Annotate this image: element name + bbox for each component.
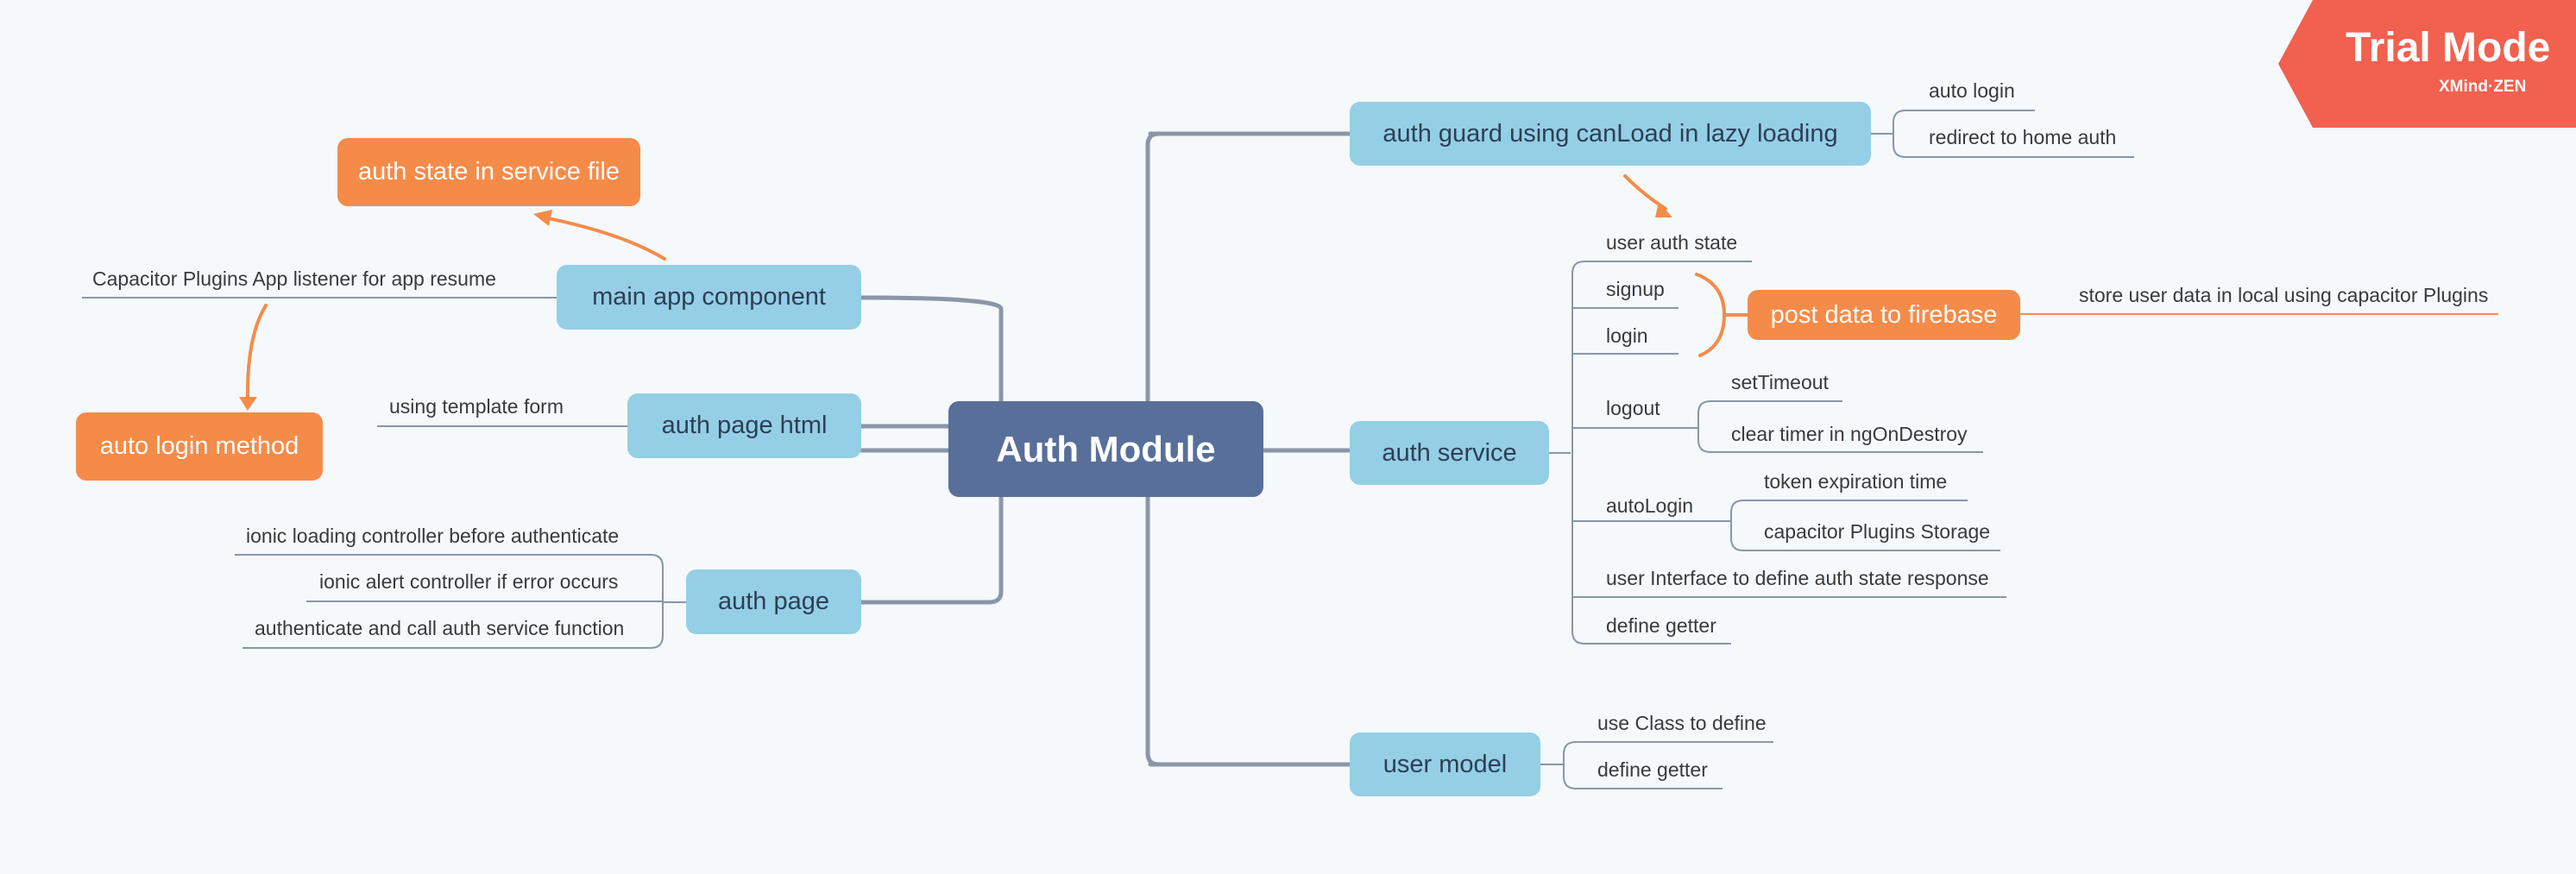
topic-label: auth service [1382,438,1517,467]
leaf-ionic-loading[interactable]: ionic loading controller before authenti… [246,525,620,547]
leaf-template-form[interactable]: using template form [389,395,564,418]
leaf-capacitor-storage[interactable]: capacitor Plugins Storage [1764,520,1991,543]
leaf-signup[interactable]: signup [1606,278,1665,300]
topic-user-model[interactable]: user model [1350,733,1540,796]
topic-auth-guard[interactable]: auth guard using canLoad in lazy loading [1350,102,1871,166]
floating-post-firebase[interactable]: post data to firebase [1748,290,2020,340]
leaf-login[interactable]: login [1606,324,1648,347]
root-label: Auth Module [996,428,1216,469]
leaf-ionic-alert[interactable]: ionic alert controller if error occurs [319,570,619,593]
leaf-user-interface[interactable]: user Interface to define auth state resp… [1606,567,1989,589]
leaf-capacitor-app-listener[interactable]: Capacitor Plugins App listener for app r… [92,267,496,290]
trial-mode-title: Trial Mode [2346,25,2551,71]
topic-main-app[interactable]: main app component [557,265,861,330]
leaf-autologin[interactable]: autoLogin [1606,494,1694,517]
leaf-settimeout[interactable]: setTimeout [1731,371,1829,393]
topic-label: auth guard using canLoad in lazy loading [1382,119,1838,148]
floating-label: auto login method [99,432,299,460]
root-topic[interactable]: Auth Module [948,401,1263,497]
leaf-store-user-data[interactable]: store user data in local using capacitor… [2079,284,2489,306]
topic-auth-page[interactable]: auth page [686,569,861,634]
leaf-logout[interactable]: logout [1606,397,1660,419]
leaf-clear-timer[interactable]: clear timer in ngOnDestroy [1731,423,1968,445]
xmind-brand: XMind·ZEN [2439,78,2527,96]
floating-auto-login-method[interactable]: auto login method [76,412,323,481]
topic-label: auth page [717,588,829,615]
leaf-auto-login[interactable]: auto login [1929,79,2015,102]
floating-label: post data to firebase [1770,300,1998,329]
leaf-authenticate[interactable]: authenticate and call auth service funct… [255,617,625,639]
topic-auth-service[interactable]: auth service [1350,421,1549,485]
topic-label: main app component [592,283,826,311]
topic-label: auth page html [661,412,828,439]
leaf-user-model-getter[interactable]: define getter [1597,758,1708,781]
leaf-redirect-home[interactable]: redirect to home auth [1929,126,2117,148]
leaf-user-auth-state[interactable]: user auth state [1606,231,1738,254]
topic-auth-page-html[interactable]: auth page html [627,393,861,458]
leaf-define-getter[interactable]: define getter [1606,614,1716,637]
floating-label: auth state in service file [357,158,620,185]
floating-auth-state-service[interactable]: auth state in service file [337,138,640,206]
topic-label: user model [1382,750,1508,778]
leaf-token-expiration[interactable]: token expiration time [1764,470,1948,493]
watermark-banner [2278,0,2576,128]
leaf-use-class[interactable]: use Class to define [1597,712,1767,734]
